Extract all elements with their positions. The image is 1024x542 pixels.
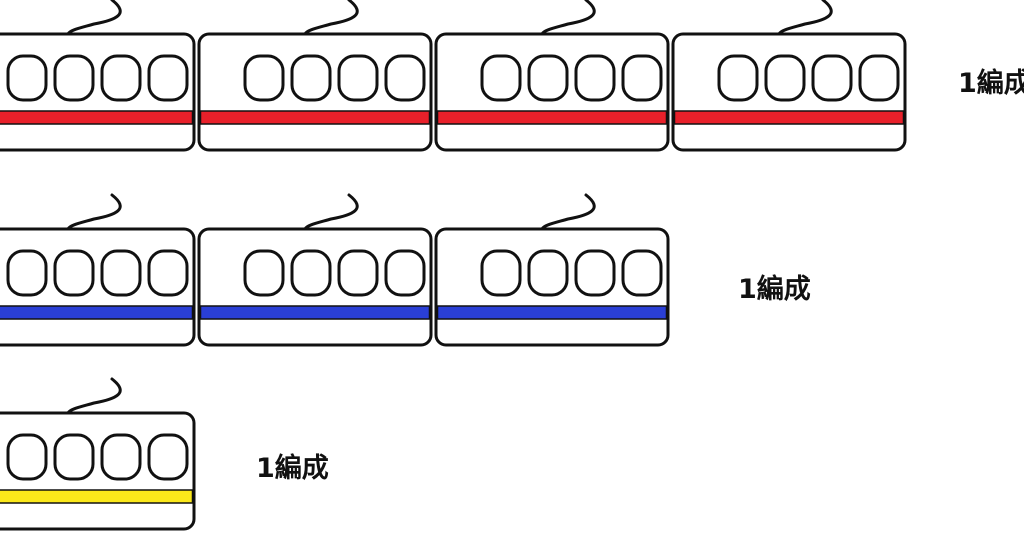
car-window xyxy=(858,54,900,102)
car-window xyxy=(480,249,522,297)
train-car xyxy=(434,193,670,347)
car-window xyxy=(53,54,95,102)
train-car xyxy=(0,377,196,531)
car-stripe-yellow xyxy=(0,489,194,504)
car-window xyxy=(147,54,189,102)
car-window xyxy=(290,54,332,102)
car-window xyxy=(384,249,426,297)
train-car xyxy=(0,0,196,152)
car-window xyxy=(290,249,332,297)
car-window xyxy=(6,433,48,481)
car-window xyxy=(243,249,285,297)
car-window xyxy=(147,249,189,297)
pantograph xyxy=(303,0,359,36)
car-stripe-blue xyxy=(0,305,194,320)
formation-yellow xyxy=(0,377,196,531)
formation-label-yellow: 1編成 xyxy=(256,453,329,484)
car-window xyxy=(6,54,48,102)
car-window xyxy=(53,433,95,481)
train-car xyxy=(434,0,670,152)
pantograph xyxy=(777,0,833,36)
car-window xyxy=(480,54,522,102)
car-stripe-red xyxy=(0,110,194,125)
formation-red xyxy=(0,0,907,152)
car-stripe-blue xyxy=(436,305,668,320)
car-window xyxy=(621,249,663,297)
pantograph xyxy=(540,193,596,231)
car-window xyxy=(100,249,142,297)
car-window xyxy=(384,54,426,102)
car-window xyxy=(717,54,759,102)
car-window xyxy=(100,433,142,481)
car-window xyxy=(337,249,379,297)
car-stripe-red xyxy=(673,110,905,125)
car-stripe-red xyxy=(436,110,668,125)
car-window xyxy=(574,54,616,102)
pantograph xyxy=(66,193,122,231)
car-window xyxy=(621,54,663,102)
car-window xyxy=(527,249,569,297)
pantograph xyxy=(303,193,359,231)
car-window xyxy=(337,54,379,102)
formation-blue xyxy=(0,193,670,347)
car-window xyxy=(6,249,48,297)
pantograph xyxy=(540,0,596,36)
car-window xyxy=(527,54,569,102)
car-window xyxy=(574,249,616,297)
car-window xyxy=(100,54,142,102)
formation-label-red: 1編成 xyxy=(958,68,1024,99)
car-window xyxy=(147,433,189,481)
train-car xyxy=(0,193,196,347)
train-car xyxy=(671,0,907,152)
car-window xyxy=(764,54,806,102)
pantograph xyxy=(66,377,122,415)
car-window xyxy=(243,54,285,102)
pantograph xyxy=(66,0,122,36)
car-window xyxy=(53,249,95,297)
formation-label-blue: 1編成 xyxy=(738,274,811,305)
car-window xyxy=(811,54,853,102)
train-car xyxy=(197,193,433,347)
car-stripe-blue xyxy=(199,305,431,320)
train-car xyxy=(197,0,433,152)
car-stripe-red xyxy=(199,110,431,125)
